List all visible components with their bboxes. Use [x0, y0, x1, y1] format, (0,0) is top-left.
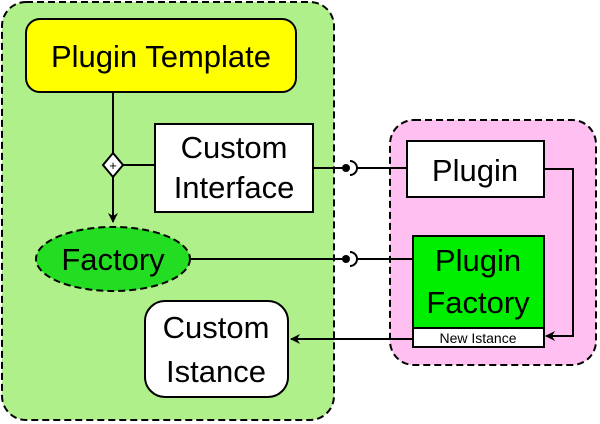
custom-interface-box[interactable]	[154, 123, 314, 213]
plugin-template-label: Plugin Template	[51, 39, 271, 74]
plugin-to-new-istance-arrow	[544, 168, 574, 341]
plugin-box[interactable]	[406, 140, 545, 198]
interface-socket	[349, 160, 358, 176]
custom-istance-label-line2: Istance	[166, 354, 266, 389]
merge-symbol: +	[109, 158, 117, 173]
new-istance-port[interactable]	[412, 327, 545, 348]
plugin-factory-label-line1: Plugin	[435, 243, 521, 278]
custom-interface-label-line1: Custom	[181, 130, 288, 165]
factory-label: Factory	[61, 242, 165, 277]
new-istance-label: New Istance	[439, 330, 516, 346]
plugin-label: Plugin	[432, 153, 518, 188]
plugin-template-box[interactable]	[25, 18, 297, 93]
custom-interface-label-line2: Interface	[174, 170, 295, 205]
custom-istance-label-line1: Custom	[163, 310, 270, 345]
factory-socket	[349, 251, 358, 267]
factory-ball	[342, 255, 350, 263]
custom-istance-box[interactable]	[144, 300, 289, 398]
interface-ball	[342, 164, 350, 172]
plugin-factory-label-line2: Factory	[426, 285, 530, 320]
